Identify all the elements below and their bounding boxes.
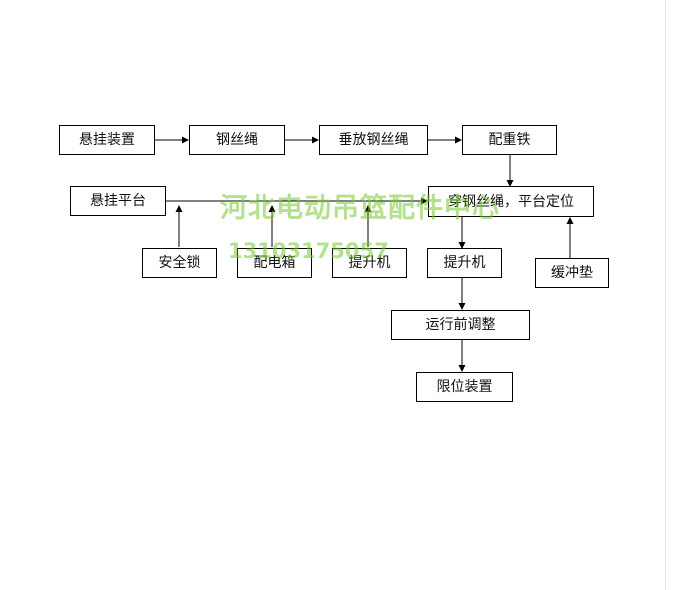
box-buffer-pad: 缓冲垫 — [535, 258, 609, 288]
box-hoist-right: 提升机 — [427, 248, 502, 278]
page-edge-divider — [665, 0, 666, 590]
box-safety-lock: 安全锁 — [142, 248, 217, 278]
box-suspension-device: 悬挂装置 — [59, 125, 155, 155]
box-pre-run-adjust: 运行前调整 — [391, 310, 530, 340]
box-buffer-pad-label: 缓冲垫 — [551, 265, 593, 281]
box-suspension-platform-label: 悬挂平台 — [90, 193, 146, 209]
box-suspension-platform: 悬挂平台 — [70, 186, 166, 216]
box-limit-device: 限位装置 — [416, 372, 513, 402]
box-hang-wire-rope: 垂放钢丝绳 — [319, 125, 428, 155]
box-wire-rope: 钢丝绳 — [189, 125, 285, 155]
box-hoist-left-label: 提升机 — [348, 255, 391, 271]
box-distribution-box: 配电箱 — [237, 248, 312, 278]
box-hoist-right-label: 提升机 — [443, 255, 486, 271]
box-wire-rope-label: 钢丝绳 — [216, 132, 258, 148]
box-counterweight: 配重铁 — [462, 125, 557, 155]
box-hoist-left: 提升机 — [332, 248, 407, 278]
box-pre-run-adjust-label: 运行前调整 — [425, 317, 496, 333]
box-suspension-device-label: 悬挂装置 — [79, 132, 135, 148]
box-thread-rope-position-label: 穿钢丝绳，平台定位 — [448, 193, 574, 210]
box-counterweight-label: 配重铁 — [488, 132, 531, 148]
box-thread-rope-position: 穿钢丝绳，平台定位 — [428, 186, 594, 217]
box-limit-device-label: 限位装置 — [436, 379, 493, 395]
box-safety-lock-label: 安全锁 — [158, 255, 201, 271]
box-distribution-box-label: 配电箱 — [253, 255, 296, 271]
box-hang-wire-rope-label: 垂放钢丝绳 — [338, 132, 409, 148]
